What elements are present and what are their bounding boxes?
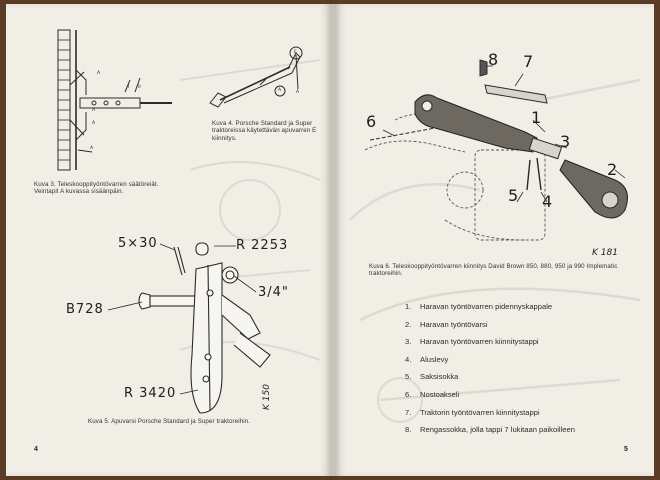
fig6-callout-8: 8 — [488, 50, 499, 69]
fig5-label-bolt: B728 — [66, 302, 104, 317]
fig6-callout-2: 2 — [607, 160, 618, 179]
fig3-caption: Kuva 3. Teleskooppityöntövarren säätörei… — [34, 181, 159, 196]
part-name: Haravan työntövarren kiinnitystappi — [420, 337, 539, 347]
fig5-caption: Kuva 5. Apuvarsi Porsche Standard ja Sup… — [88, 418, 251, 425]
fig6-caption: Kuva 6. Teleskooppityöntövarren kiinnity… — [369, 263, 618, 278]
part-name: Saksisokka — [420, 372, 459, 382]
list-item: 4. Aluslevy — [405, 355, 650, 373]
right-page — [334, 4, 654, 476]
part-number: 4. — [405, 354, 412, 364]
fig3-drawing — [57, 29, 172, 171]
left-page-number: 4 — [34, 446, 38, 453]
fig3-label-i: I — [128, 85, 130, 90]
left-page — [6, 4, 332, 476]
part-name: Traktorin työntövarren kiinnitystappi — [420, 407, 540, 417]
list-item: 3. Haravan työntövarren kiinnitystappi — [405, 337, 650, 355]
list-item: 5. Saksisokka — [405, 372, 650, 390]
fig5-drawing — [138, 242, 271, 414]
fig6-callout-6: 6 — [366, 112, 377, 131]
fig5-label-pin: 5×30 — [118, 236, 158, 251]
list-item: 1. Haravan työntövarren pidennyskappale — [405, 302, 650, 320]
part-number: 3. — [405, 337, 412, 347]
fig6-drawing — [364, 59, 628, 241]
fig3-label-a1: A — [97, 71, 101, 76]
part-number: 1. — [405, 302, 412, 311]
fig4-drawing — [209, 46, 303, 108]
fig6-callout-3: 3 — [560, 132, 571, 151]
fig3-label-a3: A — [92, 121, 96, 126]
part-number: 5. — [405, 372, 412, 382]
part-name: Haravan työntövarsi — [420, 319, 488, 329]
fig6-callout-1: 1 — [531, 108, 542, 127]
fig4-label-e: E — [294, 50, 297, 55]
fig5-label-thread: 3/4" — [258, 285, 289, 300]
fig3-label-a4: A — [90, 146, 94, 151]
fig3-label-a2: A — [92, 108, 96, 113]
list-item: 8. Rengassokka, jolla tappi 7 lukitaan pa… — [405, 425, 650, 443]
list-item: 6. Nostoakseli — [405, 390, 650, 408]
part-name: Rengassokka, jolla tappi 7 lukitaan paik… — [420, 425, 575, 435]
fig5-leader-lines — [107, 243, 257, 395]
fig4-label-a2: A — [296, 90, 300, 95]
fig4-caption: Kuva 4. Porsche Standard ja Super trakto… — [212, 120, 317, 142]
part-name: Nostoakseli — [420, 389, 460, 399]
fig3-label-ii: II — [138, 85, 141, 90]
list-item: 2. Haravan työntövarsi — [405, 320, 650, 338]
fig5-label-arm: R 3420 — [124, 386, 177, 401]
fig6-callout-5: 5 — [508, 186, 519, 205]
right-page-number: 5 — [624, 446, 628, 453]
part-number: 2. — [405, 319, 412, 329]
fig6-callout-4: 4 — [542, 192, 553, 211]
parts-list: 1. Haravan työntövarren pidennyskappale 2… — [405, 302, 650, 443]
fig6-callout-7: 7 — [523, 52, 534, 71]
part-number: 6. — [405, 389, 412, 399]
part-number: 7. — [405, 407, 412, 417]
part-name: Haravan työntövarren pidennyskappale — [420, 302, 553, 311]
part-name: Aluslevy — [420, 354, 449, 364]
part-number: 8. — [405, 425, 412, 435]
page-gutter — [331, 4, 335, 476]
fig5-label-washer: R 2253 — [236, 238, 289, 253]
list-item: 7. Traktorin työntövarren kiinnitystappi — [405, 408, 650, 426]
fig4-label-a1: A — [278, 88, 282, 93]
fig6-code: K 181 — [592, 248, 618, 258]
